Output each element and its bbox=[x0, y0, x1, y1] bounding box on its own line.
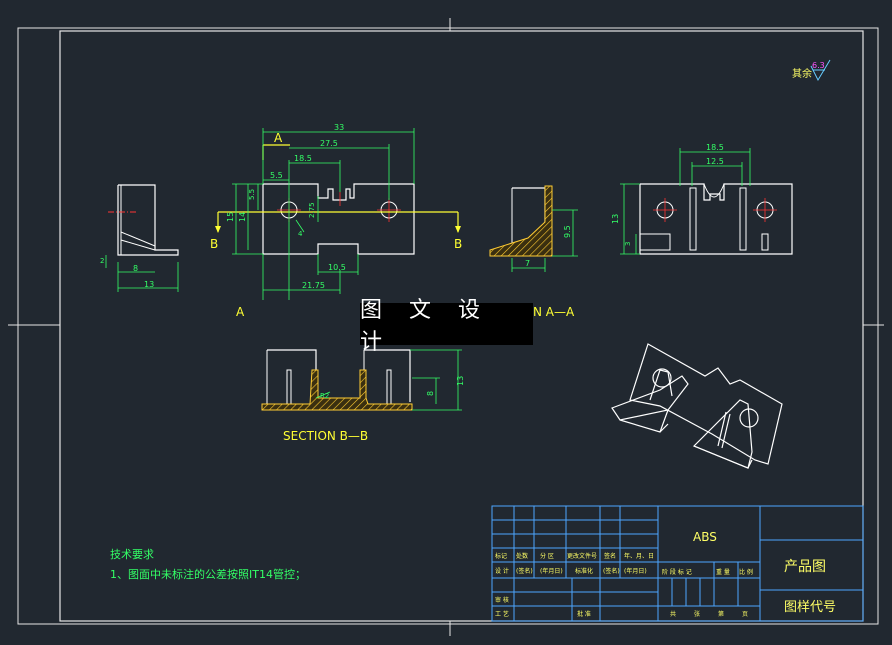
svg-text:(年月日): (年月日) bbox=[624, 567, 647, 575]
svg-text:第: 第 bbox=[718, 610, 724, 618]
svg-text:更改文件号: 更改文件号 bbox=[567, 552, 597, 560]
svg-text:比 例: 比 例 bbox=[739, 568, 753, 576]
svg-text:(年月日): (年月日) bbox=[540, 567, 563, 575]
dim-mid-7: 7 bbox=[525, 259, 530, 268]
notes-title: 技术要求 bbox=[110, 548, 154, 561]
section-b-b-view: 13 8 R2 SECTION B—B bbox=[261, 349, 465, 443]
svg-text:阶 段 标 记: 阶 段 标 记 bbox=[662, 568, 692, 576]
label-view-a: A bbox=[236, 305, 245, 319]
dim-18-5: 18.5 bbox=[294, 154, 312, 163]
rear-view: 18.5 12.5 13 3 bbox=[611, 143, 793, 255]
dim-left-8: 8 bbox=[133, 264, 138, 273]
product-title: 产品图 bbox=[784, 559, 826, 575]
dim-left-2: 2 bbox=[100, 257, 104, 265]
dim-5-5: 5.5 bbox=[270, 171, 283, 180]
watermark-banner: 图 文 设 计 bbox=[360, 298, 533, 355]
label-section-b-b: SECTION B—B bbox=[283, 429, 368, 443]
dim-5-5-vert: 5.5 bbox=[248, 189, 256, 200]
dim-21-75: 21.75 bbox=[302, 281, 325, 290]
svg-text:6.3: 6.3 bbox=[812, 61, 825, 70]
title-block-text: 标记 处数 分 区 更改文件号 签名 年、月、日 设 计 (签名) (年月日) … bbox=[495, 552, 753, 618]
svg-text:审 核: 审 核 bbox=[495, 596, 509, 604]
dim-14: 14 bbox=[238, 212, 247, 222]
svg-text:(签名): (签名) bbox=[603, 567, 620, 575]
dim-33: 33 bbox=[334, 123, 344, 132]
roughness-symbol: 其余 6.3 bbox=[792, 59, 831, 82]
dim-mid-9-5: 9.5 bbox=[563, 225, 572, 238]
label-b-left: B bbox=[210, 237, 218, 251]
dim-27-5: 27.5 bbox=[320, 139, 338, 148]
notes-item-1: 1、图面中未标注的公差按照IT14管控； bbox=[110, 567, 306, 581]
svg-text:年、月、日: 年、月、日 bbox=[624, 552, 654, 560]
dim-4: 4 bbox=[298, 230, 303, 238]
dim-sec-13: 13 bbox=[456, 376, 465, 386]
label-a-top: A bbox=[274, 131, 283, 145]
section-a-a-view: 7 9.5 N A—A bbox=[489, 185, 578, 319]
svg-text:张: 张 bbox=[694, 610, 700, 618]
label-section-a-a: N A—A bbox=[533, 305, 575, 319]
dim-right-3: 3 bbox=[624, 242, 632, 246]
svg-text:(签名): (签名) bbox=[516, 567, 533, 575]
svg-text:标记: 标记 bbox=[495, 552, 507, 560]
svg-text:签名: 签名 bbox=[604, 552, 616, 560]
centering-marks bbox=[8, 18, 884, 636]
dim-right-13: 13 bbox=[611, 214, 620, 224]
svg-text:工 艺: 工 艺 bbox=[495, 610, 509, 618]
svg-text:页: 页 bbox=[742, 611, 748, 618]
isometric-view bbox=[611, 343, 783, 469]
svg-text:处数: 处数 bbox=[516, 552, 528, 560]
dim-right-12-5: 12.5 bbox=[706, 157, 724, 166]
dim-2-75: 2.75 bbox=[308, 202, 316, 218]
svg-text:其余: 其余 bbox=[792, 67, 812, 80]
label-b-right: B bbox=[454, 237, 462, 251]
svg-text:标准化: 标准化 bbox=[575, 567, 593, 575]
dim-sec-8: 8 bbox=[426, 391, 435, 396]
outer-border bbox=[17, 27, 879, 625]
dim-right-18-5: 18.5 bbox=[706, 143, 724, 152]
title-block bbox=[491, 505, 864, 622]
drawing-code-label: 图样代号 bbox=[784, 600, 836, 615]
dim-sec-r2: R2 bbox=[320, 392, 329, 400]
dim-15: 15 bbox=[226, 212, 235, 222]
front-view: B B A bbox=[210, 123, 462, 319]
left-side-view: 8 13 2 bbox=[100, 184, 179, 292]
svg-text:重 量: 重 量 bbox=[716, 568, 730, 576]
inner-border bbox=[59, 30, 864, 622]
svg-text:批 准: 批 准 bbox=[577, 610, 591, 618]
svg-text:共: 共 bbox=[670, 610, 676, 618]
dim-10-5: 10.5 bbox=[328, 263, 346, 272]
svg-text:设 计: 设 计 bbox=[495, 567, 509, 575]
svg-text:分 区: 分 区 bbox=[540, 552, 554, 560]
dim-left-13: 13 bbox=[144, 280, 154, 289]
material-label: ABS bbox=[693, 530, 717, 544]
